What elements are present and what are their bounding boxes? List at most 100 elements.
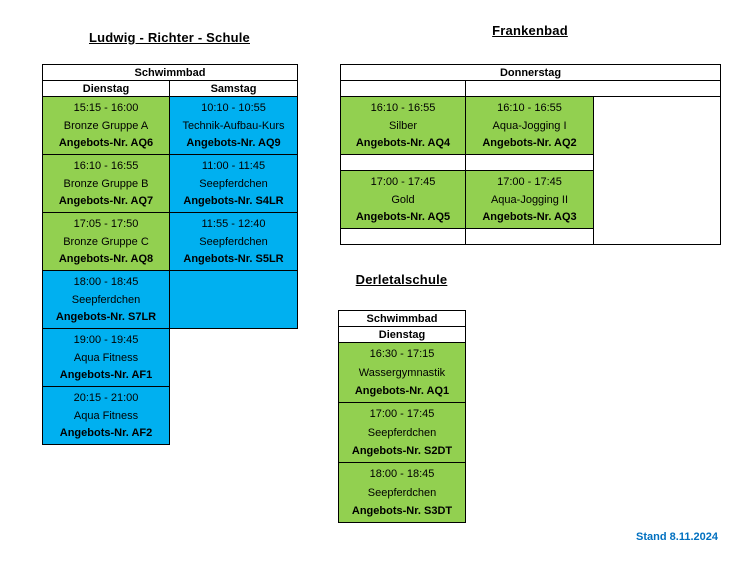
course-number: Angebots-Nr. AQ4: [355, 137, 451, 149]
course-cell: 15:15 - 16:00 Bronze Gruppe A Angebots-N…: [42, 96, 170, 155]
course-number: Angebots-Nr. S3DT: [351, 505, 453, 517]
table-row: 17:05 - 17:50 Bronze Gruppe C Angebots-N…: [42, 212, 298, 271]
course-name: Bronze Gruppe A: [63, 119, 149, 132]
day-header-dienstag: Dienstag: [338, 326, 466, 343]
empty-cell: [340, 228, 466, 245]
course-cell: 16:10 - 16:55 Aqua-Jogging I Angebots-Nr…: [465, 96, 594, 155]
course-cell-content: 16:10 - 16:55 Bronze Gruppe B Angebots-N…: [44, 156, 169, 212]
ludwig-richter-schule-title: Ludwig - Richter - Schule: [88, 30, 250, 45]
course-time: 11:55 - 12:40: [201, 218, 266, 230]
table-header-row: Schwimmbad: [338, 310, 466, 327]
empty-cell: [464, 80, 722, 97]
empty-cell: [592, 96, 722, 245]
derletalschule-title: Derletalschule: [355, 272, 448, 287]
frankenbad-schedule-table: Donnerstag 16:10 - 16:55 Silber Angebots…: [339, 64, 722, 245]
day-header-row: Donnerstag: [339, 64, 722, 81]
course-name: Bronze Gruppe C: [63, 235, 149, 248]
empty-cell: [465, 228, 594, 245]
course-time: 18:00 - 18:45: [73, 276, 139, 288]
day-header-row: Dienstag: [338, 326, 466, 343]
table-row: 18:00 - 18:45 Seepferdchen Angebots-Nr. …: [338, 462, 466, 523]
course-time: 16:10 - 16:55: [73, 160, 139, 172]
day-header-dienstag: Dienstag: [42, 80, 170, 97]
course-number: Angebots-Nr. S2DT: [351, 445, 453, 457]
course-number: Angebots-Nr. S7LR: [55, 311, 157, 323]
table-header-row: Schwimmbad: [42, 64, 298, 81]
course-number: Angebots-Nr. AQ9: [186, 137, 281, 149]
course-name: Bronze Gruppe B: [63, 177, 149, 190]
empty-blue-cell: [169, 270, 298, 329]
course-cell-content: 20:15 - 21:00 Aqua Fitness Angebots-Nr. …: [44, 388, 169, 444]
course-name: Seepferdchen: [367, 486, 437, 499]
day-header-donnerstag: Donnerstag: [339, 64, 722, 81]
course-cell-content: 17:00 - 17:45 Aqua-Jogging II Angebots-N…: [467, 172, 593, 228]
course-number: Angebots-Nr. AQ1: [354, 385, 450, 397]
course-time: 16:10 - 16:55: [370, 102, 436, 114]
course-cell: 18:00 - 18:45 Seepferdchen Angebots-Nr. …: [338, 462, 466, 523]
course-cell-content: 19:00 - 19:45 Aqua Fitness Angebots-Nr. …: [44, 330, 169, 386]
table-row: 20:15 - 21:00 Aqua Fitness Angebots-Nr. …: [42, 386, 298, 445]
course-time: 15:15 - 16:00: [73, 102, 139, 114]
course-name: Aqua-Jogging II: [490, 193, 569, 206]
course-cell: 17:00 - 17:45 Aqua-Jogging II Angebots-N…: [465, 170, 594, 229]
course-time: 19:00 - 19:45: [73, 334, 139, 346]
course-number: Angebots-Nr. AQ3: [482, 211, 577, 223]
pool-header-cell: Schwimmbad: [338, 310, 466, 327]
course-name: Gold: [391, 193, 415, 206]
course-cell: 17:05 - 17:50 Bronze Gruppe C Angebots-N…: [42, 212, 170, 271]
course-cell: 10:10 - 10:55 Technik-Aufbau-Kurs Angebo…: [169, 96, 298, 155]
course-cell: 11:00 - 11:45 Seepferdchen Angebots-Nr. …: [169, 154, 298, 213]
table-row: 17:00 - 17:45 Gold Angebots-Nr. AQ5 17:0…: [340, 170, 721, 229]
course-cell-content: 15:15 - 16:00 Bronze Gruppe A Angebots-N…: [44, 98, 169, 154]
course-cell-content: 16:10 - 16:55 Aqua-Jogging I Angebots-Nr…: [467, 98, 593, 154]
blank-area: [170, 387, 298, 445]
course-name: Technik-Aufbau-Kurs: [182, 119, 285, 132]
spacer-row: [340, 228, 721, 245]
course-time: 17:00 - 17:45: [369, 408, 435, 420]
spacer-row: [340, 80, 722, 97]
day-header-row: Dienstag Samstag: [42, 80, 298, 97]
table-row: 16:30 - 17:15 Wassergymnastik Angebots-N…: [338, 342, 466, 403]
course-number: Angebots-Nr. AQ8: [58, 253, 154, 265]
course-cell: 17:00 - 17:45 Gold Angebots-Nr. AQ5: [340, 170, 466, 229]
table-row: 17:00 - 17:45 Seepferdchen Angebots-Nr. …: [338, 402, 466, 463]
course-cell: 18:00 - 18:45 Seepferdchen Angebots-Nr. …: [42, 270, 170, 329]
course-name: Seepferdchen: [367, 426, 437, 439]
table-row: 16:10 - 16:55 Silber Angebots-Nr. AQ4 16…: [340, 96, 722, 245]
course-name: Silber: [388, 119, 418, 132]
ludwig-schedule-table: Schwimmbad Dienstag Samstag 15:15 - 16:0…: [42, 64, 298, 445]
frankenbad-title: Frankenbad: [492, 23, 568, 38]
course-time: 16:30 - 17:15: [369, 348, 435, 360]
course-cell: 17:00 - 17:45 Seepferdchen Angebots-Nr. …: [338, 402, 466, 463]
empty-cell: [340, 80, 466, 97]
empty-cell: [340, 154, 466, 171]
course-time: 20:15 - 21:00: [73, 392, 139, 404]
course-cell-content: 11:55 - 12:40 Seepferdchen Angebots-Nr. …: [171, 214, 297, 270]
empty-cell: [465, 154, 594, 171]
course-name: Seepferdchen: [199, 235, 268, 248]
course-cell-content: 10:10 - 10:55 Technik-Aufbau-Kurs Angebo…: [171, 98, 297, 154]
stand-date-label: Stand 8.11.2024: [636, 531, 718, 543]
course-cell: 11:55 - 12:40 Seepferdchen Angebots-Nr. …: [169, 212, 298, 271]
course-time: 17:00 - 17:45: [370, 176, 436, 188]
course-cell: 16:30 - 17:15 Wassergymnastik Angebots-N…: [338, 342, 466, 403]
course-cell-content: 17:05 - 17:50 Bronze Gruppe C Angebots-N…: [44, 214, 169, 270]
course-cell: 16:10 - 16:55 Bronze Gruppe B Angebots-N…: [42, 154, 170, 213]
course-cell-content: 17:00 - 17:45 Seepferdchen Angebots-Nr. …: [340, 404, 465, 462]
derletal-schedule-table: Schwimmbad Dienstag 16:30 - 17:15 Wasser…: [338, 310, 466, 523]
course-name: Aqua Fitness: [73, 409, 139, 422]
course-cell-content: 17:00 - 17:45 Gold Angebots-Nr. AQ5: [342, 172, 465, 228]
spacer-row: [340, 154, 721, 171]
table-row: 15:15 - 16:00 Bronze Gruppe A Angebots-N…: [42, 96, 298, 155]
table-row: 19:00 - 19:45 Aqua Fitness Angebots-Nr. …: [42, 328, 298, 387]
course-time: 16:10 - 16:55: [497, 102, 562, 114]
course-cell-content: 11:00 - 11:45 Seepferdchen Angebots-Nr. …: [171, 156, 297, 212]
course-number: Angebots-Nr. AQ6: [58, 137, 154, 149]
course-name: Wassergymnastik: [358, 366, 446, 379]
table-row: 16:10 - 16:55 Bronze Gruppe B Angebots-N…: [42, 154, 298, 213]
course-cell-content: 18:00 - 18:45 Seepferdchen Angebots-Nr. …: [44, 272, 169, 328]
course-number: Angebots-Nr. AF2: [59, 427, 153, 439]
course-time: 18:00 - 18:45: [369, 468, 435, 480]
course-time: 17:05 - 17:50: [73, 218, 139, 230]
course-name: Seepferdchen: [71, 293, 141, 306]
